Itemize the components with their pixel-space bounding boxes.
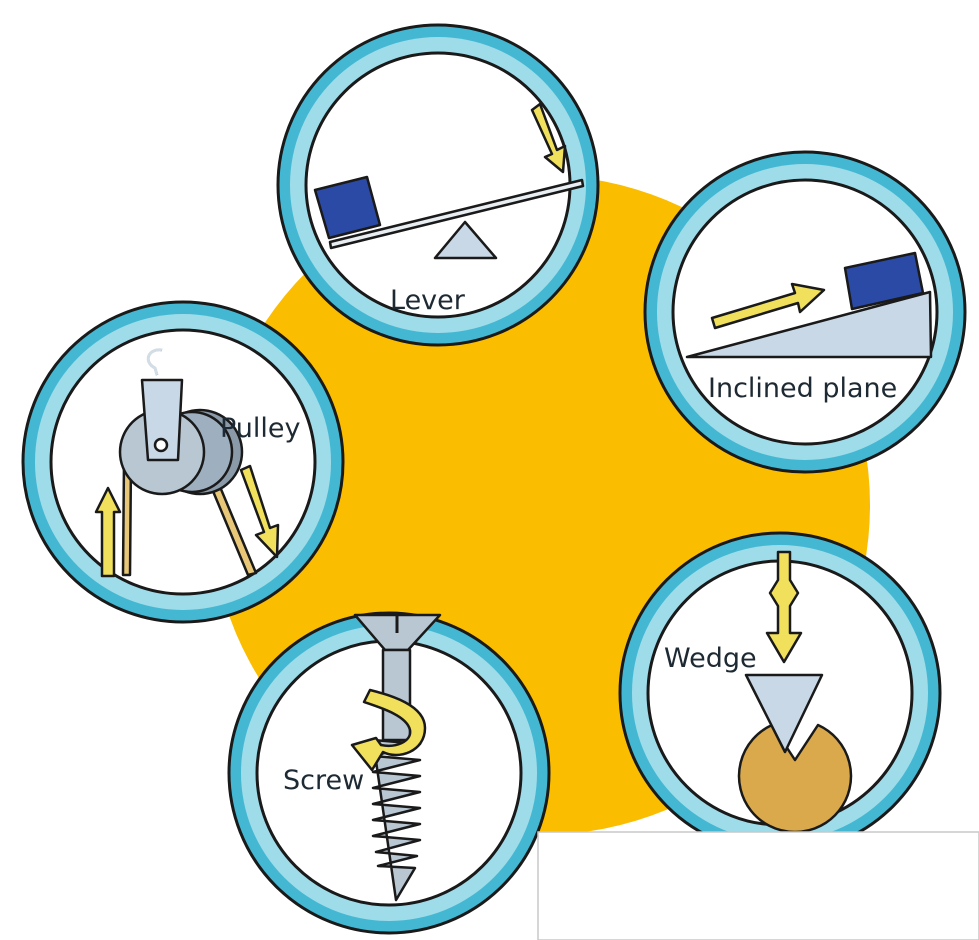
wedge-label: Wedge	[664, 643, 757, 674]
seesaw-icon	[313, 102, 585, 260]
pulley-label: Pulley	[220, 413, 301, 444]
ramp-icon	[685, 251, 933, 359]
wedge-icon	[737, 550, 853, 834]
push-down-arrow	[530, 102, 567, 174]
inclined-plane-label: Inclined plane	[708, 373, 897, 404]
screw-panel: Screw	[227, 611, 551, 935]
pulley-panel: Pulley	[21, 300, 345, 624]
strike-arrow	[765, 550, 803, 664]
pulley-icon	[94, 348, 280, 578]
turn-arrow	[350, 688, 427, 772]
pull-up-arrow	[94, 486, 122, 578]
lever-label: Lever	[390, 285, 466, 316]
lever-panel: Lever	[276, 23, 600, 347]
overlay-blank-box	[537, 831, 979, 940]
screw-label: Screw	[283, 765, 364, 796]
pull-down-arrow	[239, 464, 280, 559]
inclined-plane-panel: Inclined plane	[643, 150, 967, 474]
screw-icon	[350, 613, 442, 902]
push-up-ramp-arrow	[710, 282, 826, 330]
wedge-panel: Wedge	[618, 531, 942, 855]
